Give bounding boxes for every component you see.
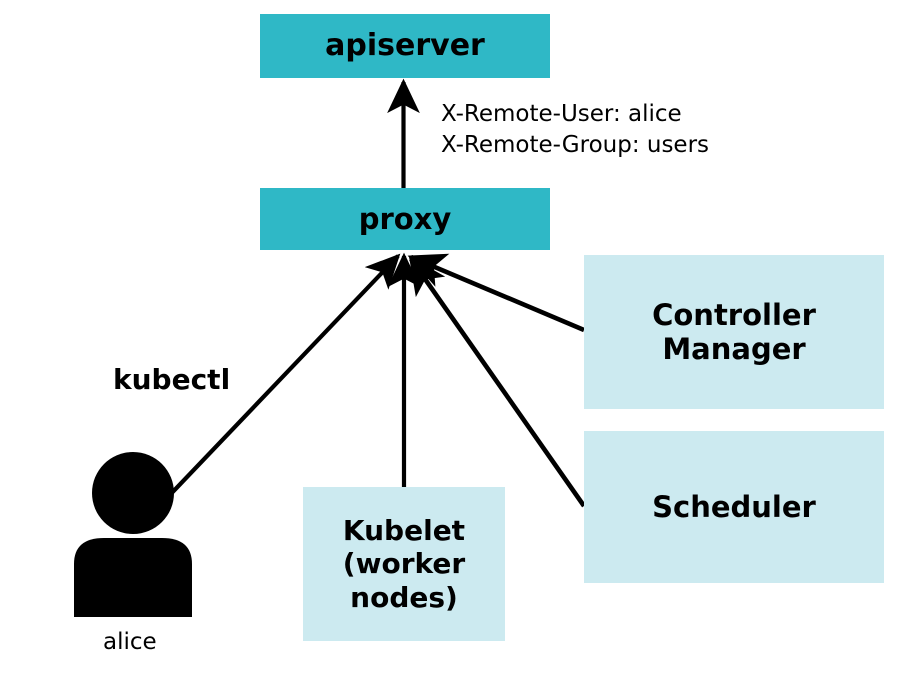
edge-scheduler-to-proxy — [408, 255, 586, 508]
node-kubelet: Kubelet (worker nodes) — [303, 487, 505, 641]
node-apiserver: apiserver — [260, 14, 550, 78]
user-icon — [74, 452, 192, 617]
node-controller-manager: Controller Manager — [584, 255, 884, 409]
user-label-alice: alice — [103, 629, 157, 655]
edge-label-remote-headers: X-Remote-User: alice X-Remote-Group: use… — [441, 101, 710, 159]
edge-controller-manager-to-proxy — [407, 253, 585, 333]
node-scheduler: Scheduler — [584, 431, 884, 583]
node-proxy: proxy — [260, 188, 550, 250]
edge-label-kubectl: kubectl — [113, 363, 231, 396]
